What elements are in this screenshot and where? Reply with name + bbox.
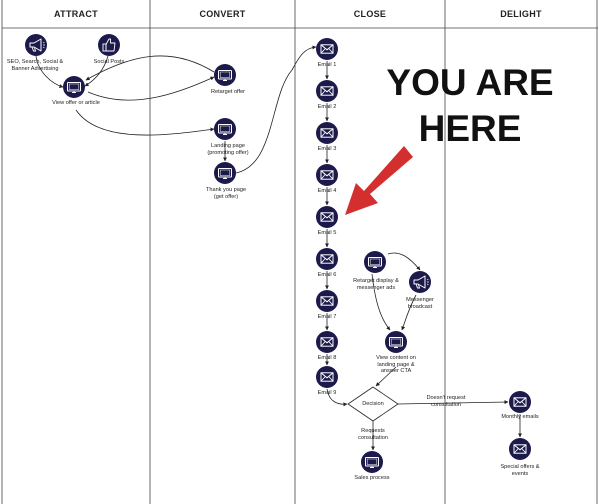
label-email-2: Email 2 (317, 104, 337, 110)
node-retarget-display (364, 251, 386, 273)
label-doesnt-request: Doesn't request consultation (426, 395, 466, 408)
label-retarget-display: Retarget display & messenger ads (353, 278, 399, 291)
node-seo (25, 34, 47, 56)
connector-22 (397, 400, 509, 405)
header-convert: CONVERT (199, 9, 246, 19)
you-are-here-callout: YOU ARE HERE (386, 62, 554, 149)
node-sales (361, 451, 383, 473)
label-special-offers: Special offers & events (500, 464, 540, 477)
node-email-1 (316, 38, 338, 60)
you-are-here-arrow (345, 146, 413, 215)
label-requests-consultation: Requests consultation (358, 428, 388, 441)
label-retarget-offer: Retarget offer (210, 89, 246, 95)
node-view-content (385, 331, 407, 353)
connector-20 (326, 388, 348, 407)
label-email-3: Email 3 (317, 146, 337, 152)
label-email-6: Email 6 (317, 272, 337, 278)
node-email-2 (316, 80, 338, 102)
node-email-9 (316, 366, 338, 388)
node-decision (347, 386, 399, 422)
connector-18 (401, 294, 417, 331)
node-layer (25, 34, 531, 473)
header-attract: ATTRACT (54, 9, 98, 19)
node-view-offer (63, 76, 85, 98)
label-email-1: Email 1 (317, 62, 337, 68)
label-view-content: View content on landing page & answer CT… (376, 355, 416, 375)
connector-7 (235, 45, 317, 174)
label-email-4: Email 4 (317, 188, 337, 194)
node-email-3 (316, 122, 338, 144)
label-thank-you: Thank you page (get offer) (205, 187, 247, 200)
label-decision: Decision (362, 401, 384, 407)
label-email-9: Email 9 (317, 390, 337, 396)
header-delight: DELIGHT (500, 9, 542, 19)
label-email-8: Email 8 (317, 355, 337, 361)
connector-4 (87, 76, 215, 101)
node-email-4 (316, 164, 338, 186)
node-retarget-offer (214, 64, 236, 86)
diamond-icon (347, 386, 399, 422)
node-special (509, 438, 531, 460)
label-messenger: Messenger broadcast (406, 297, 434, 310)
node-email-6 (316, 248, 338, 270)
label-sales-process: Sales process (354, 475, 390, 481)
label-email-5: Email 5 (317, 230, 337, 236)
node-thank-you (214, 162, 236, 184)
header-close: CLOSE (353, 9, 387, 19)
connector-5 (75, 109, 215, 136)
label-view-offer: View offer or article (52, 100, 100, 106)
node-email-5 (316, 206, 338, 228)
connector-3 (85, 55, 215, 81)
node-landing-page (214, 118, 236, 140)
connector-lines (35, 45, 522, 451)
label-monthly-emails: Monthly emails (501, 414, 539, 420)
node-email-8 (316, 331, 338, 353)
label-email-7: Email 7 (317, 314, 337, 320)
node-monthly (509, 391, 531, 413)
connector-17 (371, 273, 391, 331)
node-social-posts (98, 34, 120, 56)
label-seo: SEO, Search, Social & Banner Advertising (6, 59, 64, 72)
connector-19 (375, 366, 397, 387)
connector-1 (35, 55, 64, 88)
label-landing-page: Landing page (promoting offer) (207, 143, 249, 156)
connector-16 (387, 252, 421, 271)
connector-2 (84, 55, 109, 87)
label-social-posts: Social Posts (93, 59, 125, 65)
node-email-7 (316, 290, 338, 312)
node-messenger (409, 271, 431, 293)
